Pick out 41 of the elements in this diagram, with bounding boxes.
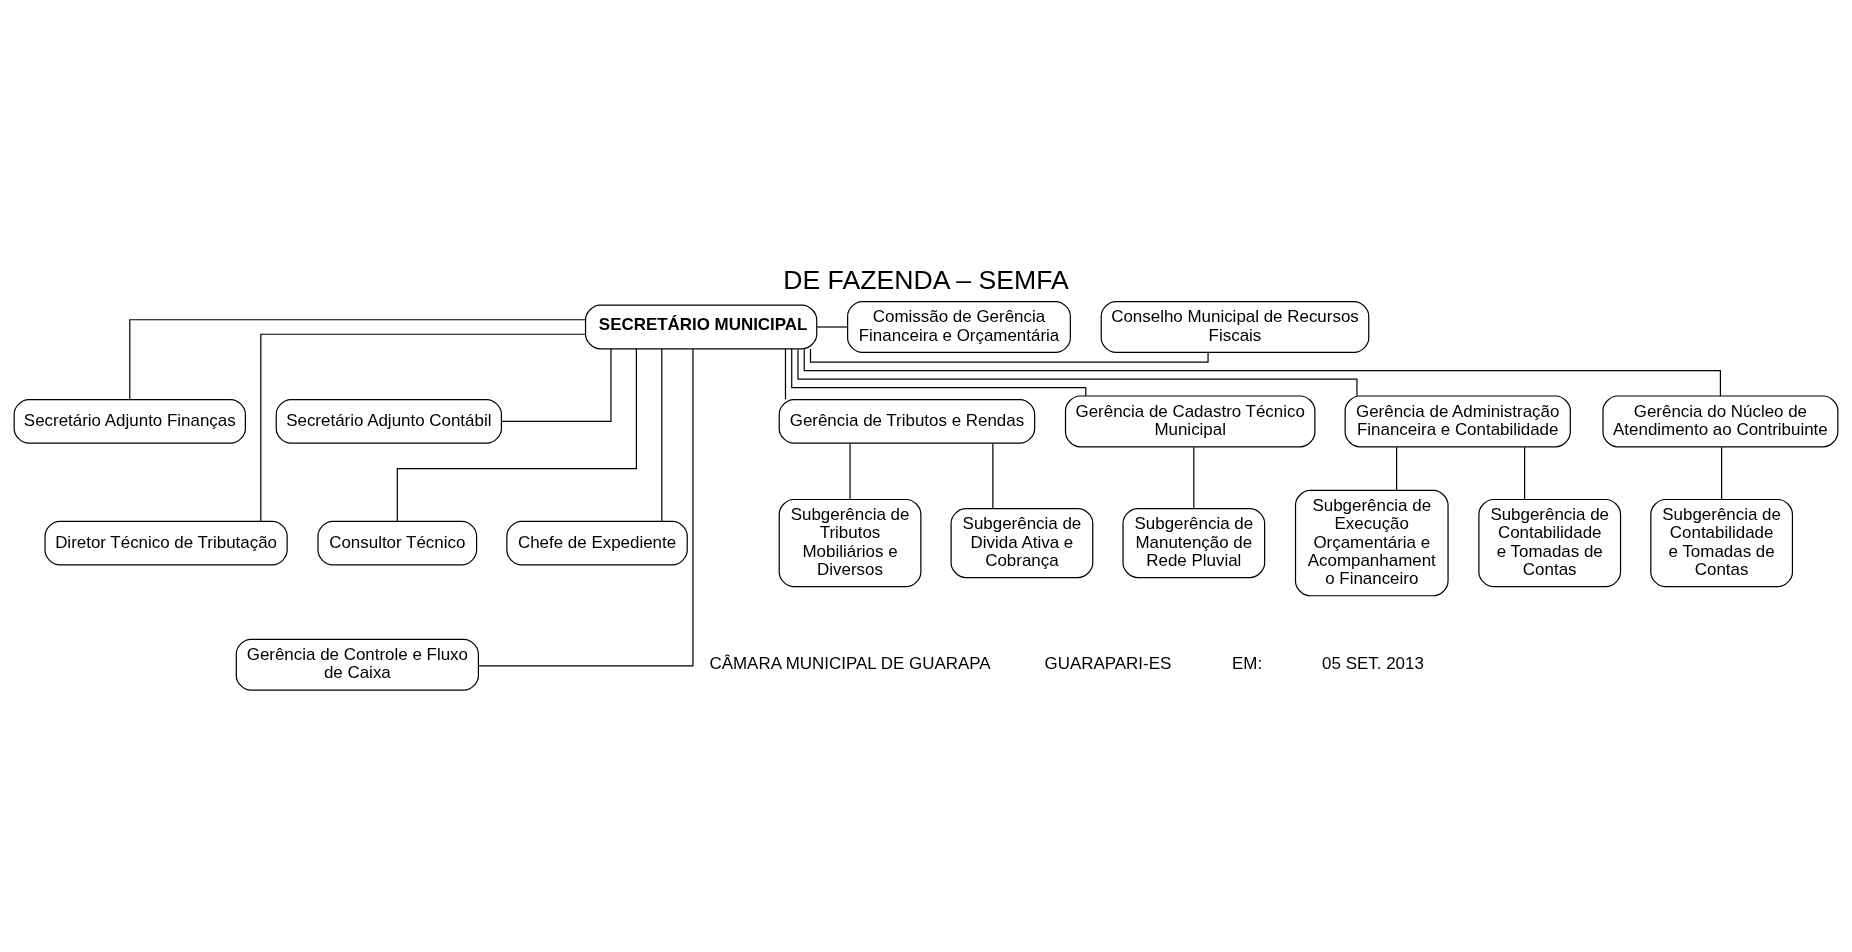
diagram-title: DE FAZENDA – SEMFA bbox=[783, 264, 1069, 295]
connector bbox=[661, 347, 663, 522]
node-box: Subgerência de Contabilidade e Tomadas de Contas bbox=[1478, 498, 1622, 587]
node-box: Secretário Adjunto Finanças bbox=[13, 398, 246, 444]
connector bbox=[992, 442, 994, 509]
node-box: Gerência de Tributos e Rendas bbox=[778, 398, 1036, 444]
connector bbox=[477, 348, 694, 667]
connector bbox=[797, 348, 1358, 396]
connector bbox=[260, 333, 587, 522]
connector bbox=[784, 347, 787, 400]
connector bbox=[500, 347, 612, 422]
node-box: Consultor Técnico bbox=[317, 520, 478, 565]
node-box: SECRETÁRIO MUNICIPAL bbox=[584, 304, 818, 349]
connector bbox=[396, 347, 637, 522]
node-box: Gerência de Controle e Fluxo de Caixa bbox=[235, 638, 479, 691]
connector bbox=[1396, 446, 1398, 491]
connector bbox=[1721, 446, 1723, 500]
node-box: Conselho Municipal de Recursos Fiscais bbox=[1100, 300, 1370, 353]
connector bbox=[791, 347, 1087, 396]
connector bbox=[809, 347, 1209, 363]
node-box: Subgerência de Manutenção de Rede Pluvial bbox=[1122, 507, 1266, 578]
node-box: Gerência do Núcleo de Atendimento ao Contribuinte bbox=[1602, 394, 1839, 447]
connector bbox=[849, 442, 851, 500]
node-box: Diretor Técnico de Tributação bbox=[44, 520, 288, 565]
connector bbox=[129, 318, 587, 400]
connector bbox=[1193, 446, 1195, 509]
node-box: Subgerência de Tributos Mobiliários e Diversos bbox=[778, 498, 922, 587]
node-box: Subgerência de Contabilidade e Tomadas de Contas bbox=[1650, 498, 1794, 587]
node-box: Gerência de Administração Financeira e Contabilidade bbox=[1344, 394, 1571, 447]
label: 05 SET. 2013 bbox=[1322, 653, 1424, 673]
node-box: Subgerência de Execução Orçamentária e Acompanhament o Financeiro bbox=[1294, 489, 1449, 596]
node-box: Secretário Adjunto Contábil bbox=[275, 398, 502, 444]
label: EM: bbox=[1232, 653, 1263, 673]
node-box: Subgerência de Divida Ativa e Cobrança bbox=[950, 507, 1094, 578]
node-box: Comissão de Gerência Financeira e Orçamentária bbox=[847, 300, 1071, 353]
label: CÂMARA MUNICIPAL DE GUARAPA bbox=[709, 653, 991, 673]
label: GUARAPARI-ES bbox=[1044, 653, 1172, 673]
connector bbox=[1524, 446, 1526, 500]
node-box: Chefe de Expediente bbox=[506, 520, 688, 565]
node-box: Gerência de Cadastro Técnico Municipal bbox=[1064, 394, 1316, 447]
connector bbox=[816, 325, 849, 328]
